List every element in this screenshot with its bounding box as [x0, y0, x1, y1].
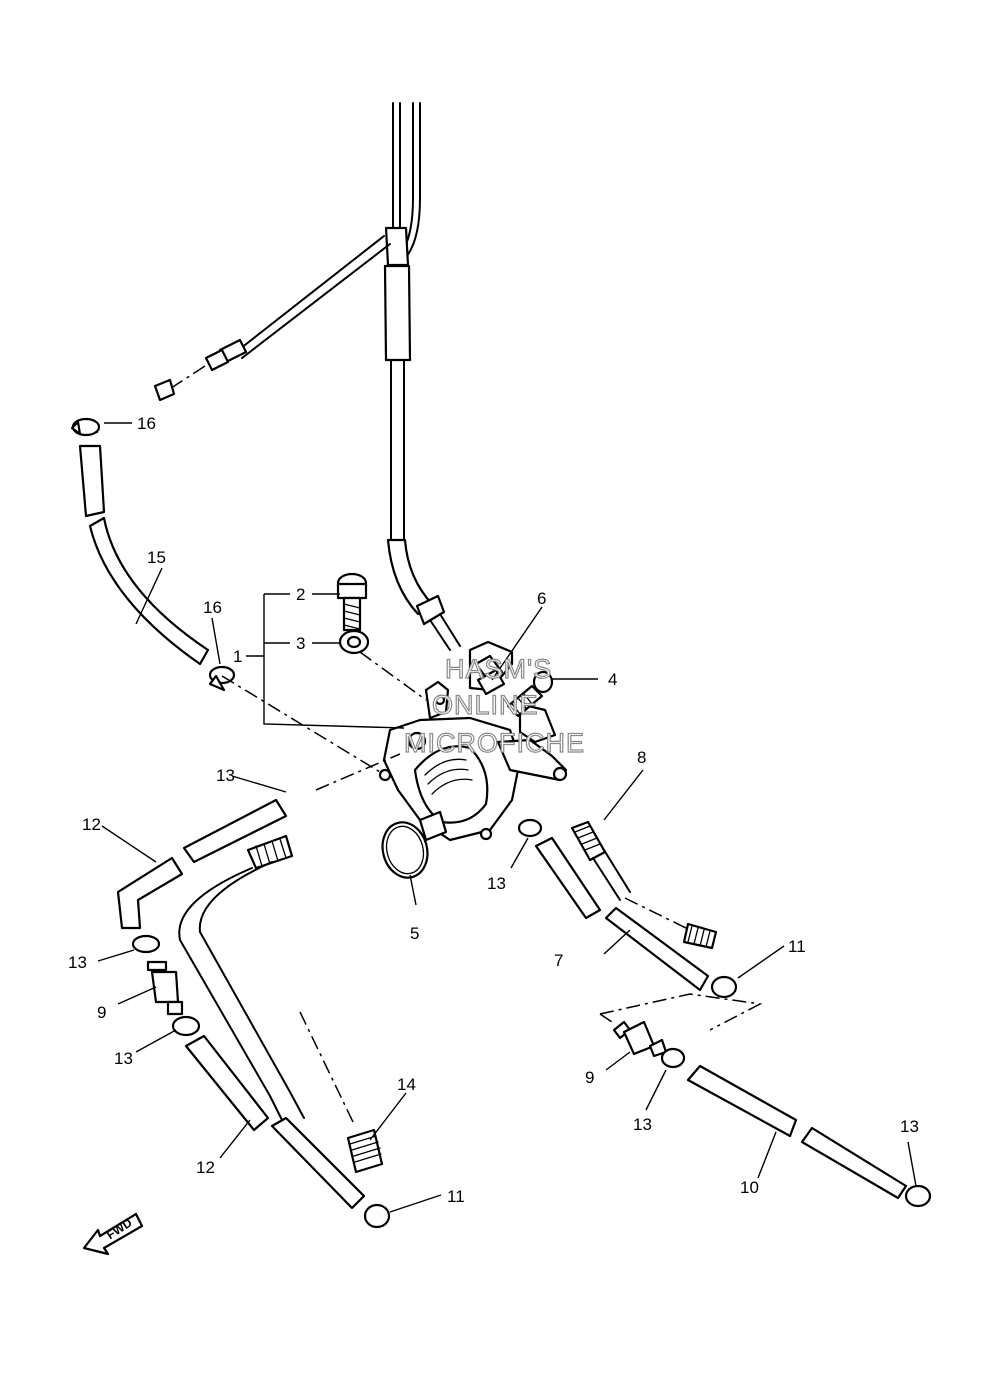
hose-7	[517, 818, 710, 992]
watermark-line-3: MICROFICHE	[404, 728, 585, 758]
callout-13-right-mid: 13	[633, 1115, 652, 1134]
hose-15	[74, 420, 210, 666]
cable-assembly	[153, 102, 461, 651]
filter-9-left	[146, 960, 184, 1016]
callout-3: 3	[296, 634, 305, 653]
clamp-13-left-upper	[131, 934, 161, 954]
grommet-6	[476, 668, 506, 696]
watermark-line-2: ONLINE	[432, 690, 539, 720]
inset-box	[599, 993, 763, 1031]
hose-14	[178, 834, 384, 1210]
hose-12-lower	[184, 1034, 270, 1132]
callout-2: 2	[296, 585, 305, 604]
callout-16-upper: 16	[137, 414, 156, 433]
callout-4: 4	[608, 670, 617, 689]
clamp-13-right-end	[904, 1184, 932, 1208]
watermark-line-1: HASM'S	[445, 654, 552, 684]
callout-13-left-upper: 13	[68, 953, 87, 972]
callout-11-right: 11	[788, 937, 806, 956]
callout-13-right-end: 13	[900, 1117, 919, 1136]
callout-5: 5	[410, 924, 419, 943]
clamp-13-right-mid	[660, 1047, 686, 1069]
callout-7: 7	[554, 951, 563, 970]
clamp-16-upper	[70, 417, 101, 437]
callout-14: 14	[397, 1075, 416, 1094]
fuel-pump	[378, 680, 568, 842]
callout-1: 1	[233, 647, 242, 666]
callout-13-center: 13	[487, 874, 506, 893]
bolt-2	[336, 572, 368, 632]
clamp-11-right	[710, 975, 738, 999]
callout-13-upper: 13	[216, 766, 235, 785]
callout-12-upper: 12	[82, 815, 101, 834]
callout-12-lower: 12	[196, 1158, 215, 1177]
callout-9-left: 9	[97, 1003, 106, 1022]
centerlines	[221, 651, 427, 791]
leader-lines	[97, 422, 917, 1213]
clamp-13-left-lower	[171, 1015, 201, 1037]
o-ring-5	[381, 821, 429, 879]
callouts: 1 2 3 4 5 6 7 8 9 9 10 11 11 12 12 13 13…	[68, 414, 919, 1206]
callout-8: 8	[637, 748, 646, 767]
callout-6: 6	[537, 589, 546, 608]
hose-10	[686, 1064, 908, 1200]
callout-16-lower: 16	[203, 598, 222, 617]
hose-12-upper	[116, 798, 288, 930]
clamp-11-left	[363, 1203, 391, 1229]
washer-3	[338, 629, 370, 655]
filter-9-right	[612, 1020, 668, 1058]
bolt-4	[506, 670, 554, 718]
callout-11-left: 11	[447, 1187, 465, 1206]
callout-13-left-lower: 13	[114, 1049, 133, 1068]
fwd-arrow-icon: FWD	[82, 1212, 144, 1256]
callout-10: 10	[740, 1178, 759, 1197]
watermark: HASM'S ONLINE MICROFICHE	[403, 653, 585, 758]
clamp-16-lower	[208, 665, 236, 692]
callout-15: 15	[147, 548, 166, 567]
hose-8	[570, 820, 718, 950]
callout-9-right: 9	[585, 1068, 594, 1087]
